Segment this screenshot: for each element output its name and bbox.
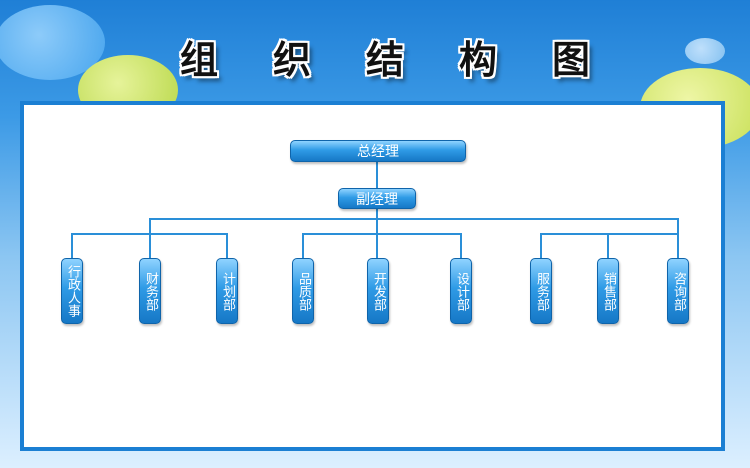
node-department[interactable]: 计划部 xyxy=(216,258,238,324)
node-label: 行政人事 xyxy=(65,265,80,317)
node-department[interactable]: 销售部 xyxy=(597,258,619,324)
node-department[interactable]: 咨询部 xyxy=(667,258,689,324)
title-char: 结 xyxy=(365,37,404,82)
node-label: 总经理 xyxy=(357,144,399,160)
connector-line xyxy=(607,233,609,258)
node-department[interactable]: 品质部 xyxy=(292,258,314,324)
connector-line xyxy=(302,233,462,235)
connector-line xyxy=(149,218,151,233)
title-char: 图 xyxy=(551,37,590,82)
connector-line xyxy=(226,233,228,258)
node-deputy-manager[interactable]: 副经理 xyxy=(338,188,416,209)
background-bubble xyxy=(685,38,725,64)
node-label: 计划部 xyxy=(220,271,235,311)
frame-edge xyxy=(721,101,725,451)
node-department[interactable]: 服务部 xyxy=(530,258,552,324)
page-title: 组 织 结 构 图 xyxy=(180,26,590,86)
title-char: 构 xyxy=(458,37,497,82)
connector-line xyxy=(677,233,679,258)
title-char: 织 xyxy=(272,37,311,82)
frame-edge xyxy=(20,101,725,105)
connector-line xyxy=(460,233,462,258)
frame-edge xyxy=(20,101,24,451)
node-label: 设计部 xyxy=(454,271,469,311)
node-department[interactable]: 设计部 xyxy=(450,258,472,324)
connector-line xyxy=(302,233,304,258)
connector-line xyxy=(376,162,378,190)
node-label: 副经理 xyxy=(356,191,398,208)
title-char: 组 xyxy=(180,37,219,82)
connector-line xyxy=(376,209,378,219)
node-label: 财务部 xyxy=(143,271,158,311)
node-label: 品质部 xyxy=(296,271,311,311)
connector-line xyxy=(540,233,542,258)
node-department[interactable]: 行政人事 xyxy=(61,258,83,324)
connector-line xyxy=(149,218,677,220)
node-department[interactable]: 财务部 xyxy=(139,258,161,324)
node-department[interactable]: 开发部 xyxy=(367,258,389,324)
connector-line xyxy=(149,233,151,258)
frame-edge xyxy=(20,447,725,451)
org-chart-panel: 总经理 副经理 行政人事 财务部 计划部 品质部 开发部 设计部 服务部 销售部… xyxy=(20,101,725,451)
connector-line xyxy=(71,233,73,258)
node-label: 咨询部 xyxy=(671,271,686,311)
connector-line xyxy=(376,233,378,258)
node-label: 开发部 xyxy=(371,271,386,311)
node-label: 服务部 xyxy=(534,271,549,311)
background-bubble xyxy=(0,5,105,80)
node-general-manager[interactable]: 总经理 xyxy=(290,140,466,162)
connector-line xyxy=(540,233,679,235)
node-label: 销售部 xyxy=(601,271,616,311)
connector-line xyxy=(376,218,378,235)
connector-line xyxy=(677,218,679,233)
